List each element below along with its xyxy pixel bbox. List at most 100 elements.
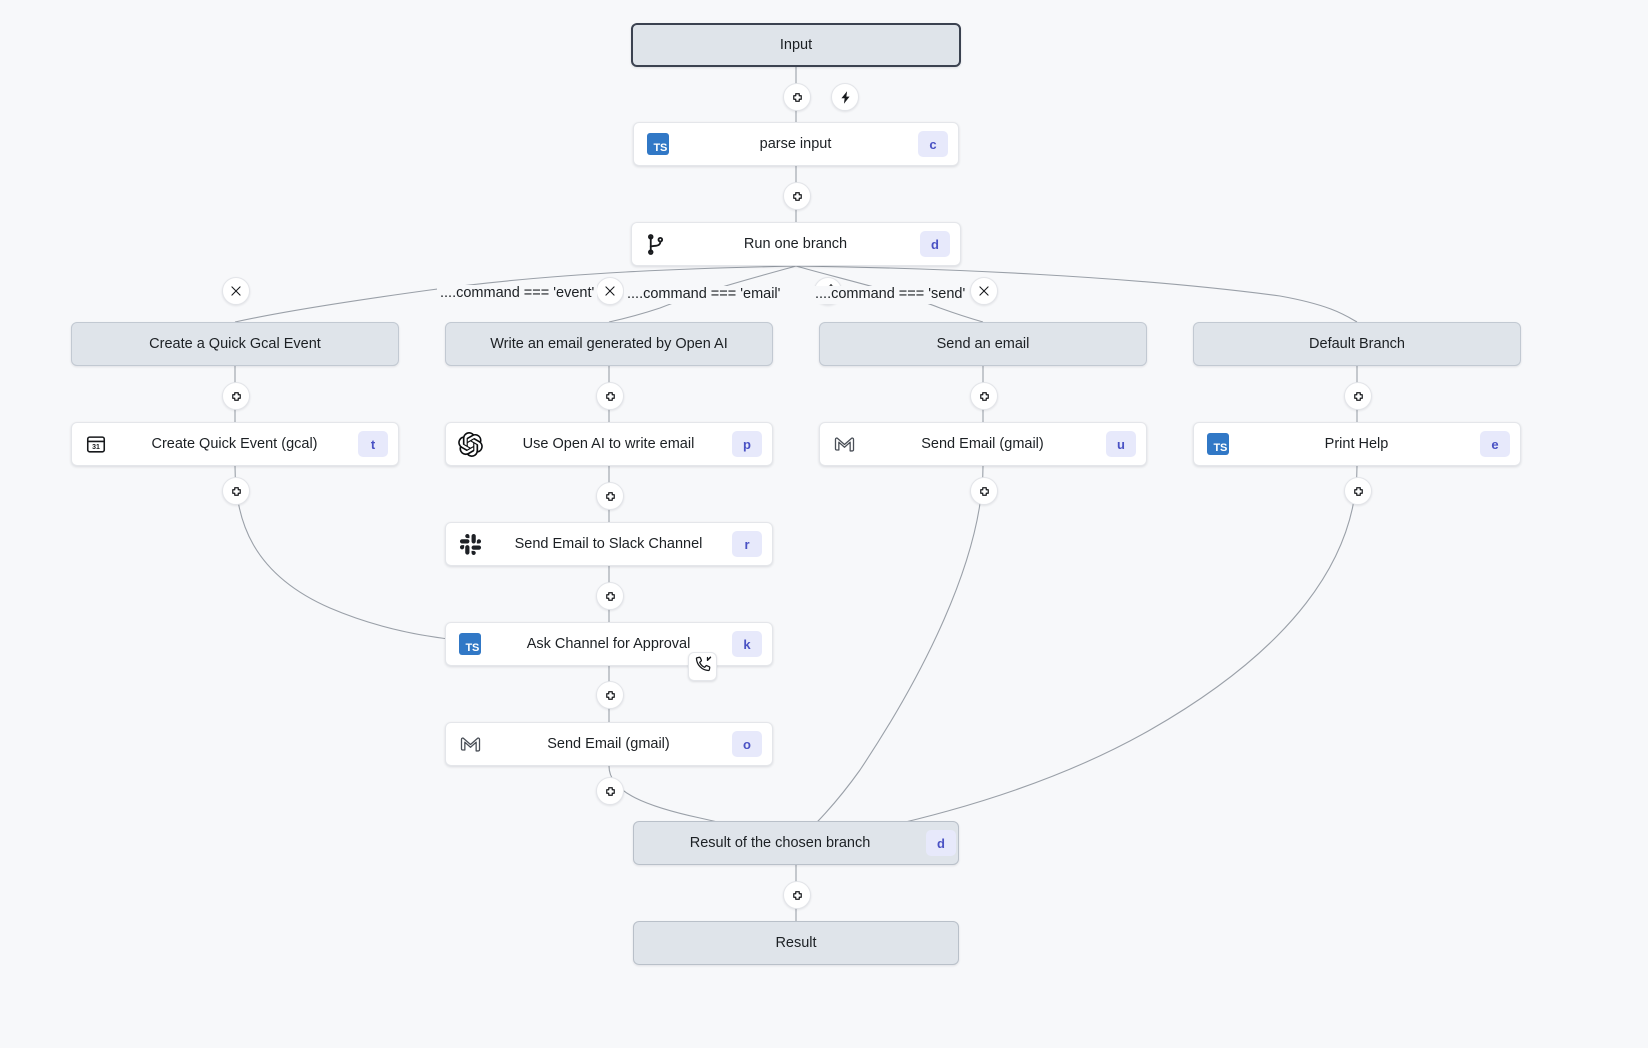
remove-branch-button[interactable] xyxy=(222,277,250,305)
node-branch_result[interactable]: Result of the chosen branch d xyxy=(633,821,959,865)
openai-icon xyxy=(455,429,485,459)
node-label: Send Email (gmail) xyxy=(547,736,670,752)
node-label: Input xyxy=(779,37,813,53)
node-bh_email[interactable]: Write an email generated by Open AI xyxy=(445,322,773,366)
node-shortcut-badge[interactable]: k xyxy=(732,631,762,657)
branch-condition-label[interactable]: ....command === 'send' xyxy=(812,286,969,304)
phone-callback-icon xyxy=(694,655,712,678)
plus-icon xyxy=(603,688,618,703)
remove-branch-button[interactable] xyxy=(970,277,998,305)
node-bh_send[interactable]: Send an email xyxy=(819,322,1147,366)
lightning-icon xyxy=(838,90,853,105)
node-ask_approval[interactable]: TS Ask Channel for Approval k xyxy=(445,622,773,666)
node-label: Result xyxy=(775,935,817,951)
node-label: Write an email generated by Open AI xyxy=(490,336,728,352)
plus-icon xyxy=(603,489,618,504)
add-step-button[interactable] xyxy=(596,681,624,709)
node-shortcut-badge[interactable]: d xyxy=(926,830,956,856)
node-label: Send Email to Slack Channel xyxy=(514,536,703,552)
slack-icon xyxy=(455,529,485,559)
slack-icon xyxy=(459,533,482,556)
close-icon xyxy=(229,284,243,298)
node-input[interactable]: Input xyxy=(631,23,961,67)
node-shortcut-badge[interactable]: e xyxy=(1480,431,1510,457)
ts-icon: TS xyxy=(1203,429,1233,459)
add-step-button[interactable] xyxy=(596,482,624,510)
plus-icon xyxy=(977,389,992,404)
node-gmail_send_o[interactable]: Send Email (gmail) o xyxy=(445,722,773,766)
ts-icon: TS xyxy=(455,629,485,659)
close-icon xyxy=(603,284,617,298)
add-step-button[interactable] xyxy=(783,83,811,111)
node-shortcut-badge[interactable]: c xyxy=(918,131,948,157)
node-result[interactable]: Result xyxy=(633,921,959,965)
node-label: Run one branch xyxy=(743,236,848,252)
node-label: Result of the chosen branch xyxy=(689,835,871,851)
node-label: Send an email xyxy=(936,336,1030,352)
node-print_help[interactable]: TS Print Help e xyxy=(1193,422,1521,466)
node-shortcut-badge[interactable]: o xyxy=(732,731,762,757)
add-step-button[interactable] xyxy=(222,382,250,410)
node-shortcut-badge[interactable]: r xyxy=(732,531,762,557)
gmail-icon xyxy=(833,433,856,456)
add-step-button[interactable] xyxy=(1344,382,1372,410)
node-label: Create Quick Event (gcal) xyxy=(151,436,318,452)
plus-icon xyxy=(229,389,244,404)
node-shortcut-badge[interactable]: p xyxy=(732,431,762,457)
gmail-icon xyxy=(455,729,485,759)
plus-icon xyxy=(790,189,805,204)
node-shortcut-badge[interactable]: u xyxy=(1106,431,1136,457)
svg-text:31: 31 xyxy=(92,444,100,451)
add-trigger-button[interactable] xyxy=(831,83,859,111)
plus-icon xyxy=(977,484,992,499)
plus-icon xyxy=(1351,389,1366,404)
branch-condition-label[interactable]: ....command === 'email' xyxy=(624,286,784,304)
plus-icon xyxy=(790,90,805,105)
node-parse_input[interactable]: TS parse input c xyxy=(633,122,959,166)
add-step-button[interactable] xyxy=(970,382,998,410)
node-gcal_create[interactable]: 31 Create Quick Event (gcal) t xyxy=(71,422,399,466)
node-gmail_send_u[interactable]: Send Email (gmail)u xyxy=(819,422,1147,466)
node-slack_send[interactable]: Send Email to Slack Channel r xyxy=(445,522,773,566)
add-step-button[interactable] xyxy=(596,382,624,410)
plus-icon xyxy=(229,484,244,499)
node-label: Use Open AI to write email xyxy=(522,436,695,452)
node-run_branch[interactable]: Run one branch d xyxy=(631,222,961,266)
node-label: Default Branch xyxy=(1309,336,1405,352)
plus-icon xyxy=(603,389,618,404)
branch-icon xyxy=(645,233,668,256)
gcal-icon: 31 xyxy=(85,433,107,455)
node-bh_event[interactable]: Create a Quick Gcal Event xyxy=(71,322,399,366)
ts-icon: TS xyxy=(1207,433,1229,455)
node-label: Print Help xyxy=(1324,436,1389,452)
branch-icon xyxy=(641,229,671,259)
node-shortcut-badge[interactable]: t xyxy=(358,431,388,457)
gcal-icon: 31 xyxy=(81,429,111,459)
node-shortcut-badge[interactable]: d xyxy=(920,231,950,257)
node-openai_write[interactable]: Use Open AI to write email p xyxy=(445,422,773,466)
add-step-button[interactable] xyxy=(783,881,811,909)
node-label: parse input xyxy=(759,136,832,152)
add-step-button[interactable] xyxy=(970,477,998,505)
node-bh_default[interactable]: Default Branch xyxy=(1193,322,1521,366)
add-step-button[interactable] xyxy=(596,777,624,805)
close-icon xyxy=(977,284,991,298)
gmail-icon xyxy=(459,733,482,756)
phone-callback-icon[interactable] xyxy=(688,652,717,681)
add-step-button[interactable] xyxy=(596,582,624,610)
ts-icon: TS xyxy=(647,133,669,155)
gmail-icon xyxy=(829,429,859,459)
plus-icon xyxy=(603,784,618,799)
ts-icon: TS xyxy=(643,129,673,159)
node-label: Create a Quick Gcal Event xyxy=(149,336,321,352)
plus-icon xyxy=(1351,484,1366,499)
plus-icon xyxy=(790,888,805,903)
openai-icon xyxy=(457,431,483,457)
add-step-button[interactable] xyxy=(783,182,811,210)
branch-condition-label[interactable]: ....command === 'event' xyxy=(437,285,598,303)
remove-branch-button[interactable] xyxy=(596,277,624,305)
add-step-button[interactable] xyxy=(222,477,250,505)
node-label: Ask Channel for Approval xyxy=(526,636,691,652)
add-step-button[interactable] xyxy=(1344,477,1372,505)
